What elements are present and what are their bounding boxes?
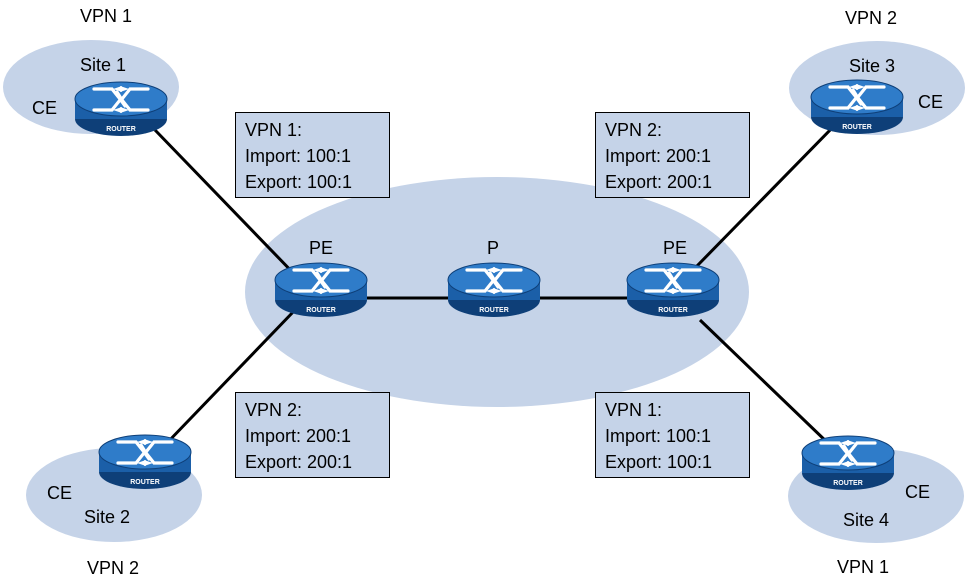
ce-label-site2: CE	[47, 483, 73, 503]
router-ce-site3-icon: ROUTER	[809, 78, 905, 136]
router-pe-right-icon: ROUTER	[625, 261, 721, 319]
rt-box-bottom-right: VPN 1: Import: 100:1 Export: 100:1	[595, 392, 750, 478]
link-pe-right-ce4	[698, 318, 832, 447]
vpn-label-bottom-right: VPN 1	[837, 557, 890, 577]
rt-box-vpn: VPN 2:	[605, 120, 663, 140]
vpn-label-top-right: VPN 2	[845, 8, 898, 28]
vpn-label-top-left: VPN 1	[80, 6, 133, 26]
ce-label-site4: CE	[905, 482, 931, 502]
rt-box-import: Import: 100:1	[605, 426, 712, 446]
site-label-4: Site 4	[843, 510, 890, 530]
router-ce-site2-icon: ROUTER	[97, 433, 193, 491]
router-caption: ROUTER	[306, 307, 336, 314]
pe-label-right: PE	[663, 238, 688, 258]
rt-box-vpn: VPN 1:	[245, 120, 303, 140]
link-ce1-pe-left	[153, 128, 302, 282]
site-label-2: Site 2	[84, 507, 131, 527]
rt-box-export: Export: 200:1	[245, 452, 353, 472]
router-caption: ROUTER	[106, 126, 136, 133]
router-caption: ROUTER	[479, 307, 509, 314]
rt-box-import: Import: 200:1	[245, 426, 352, 446]
ce-label-site3: CE	[918, 92, 944, 112]
rt-box-import: Import: 100:1	[245, 146, 352, 166]
router-caption: ROUTER	[842, 124, 872, 131]
router-caption: ROUTER	[130, 479, 160, 486]
router-pe-left-icon: ROUTER	[273, 261, 369, 319]
rt-box-vpn: VPN 2:	[245, 400, 303, 420]
rt-box-export: Export: 100:1	[245, 172, 353, 192]
p-label: P	[487, 238, 500, 258]
router-p-icon: ROUTER	[446, 261, 542, 319]
pe-label-left: PE	[309, 238, 334, 258]
site-label-1: Site 1	[80, 55, 127, 75]
router-ce-site4-icon: ROUTER	[800, 434, 896, 492]
rt-box-export: Export: 200:1	[605, 172, 713, 192]
router-caption: ROUTER	[658, 307, 688, 314]
link-pe-right-ce3	[693, 123, 837, 270]
router-ce-site1-icon: ROUTER	[73, 80, 169, 138]
rt-box-top-left: VPN 1: Import: 100:1 Export: 100:1	[235, 112, 390, 198]
site-label-3: Site 3	[849, 56, 896, 76]
link-ce2-pe-left	[163, 308, 297, 447]
vpn-label-bottom-left: VPN 2	[87, 558, 140, 578]
rt-box-import: Import: 200:1	[605, 146, 712, 166]
rt-box-bottom-left: VPN 2: Import: 200:1 Export: 200:1	[235, 392, 390, 478]
router-caption: ROUTER	[833, 480, 863, 487]
rt-box-export: Export: 100:1	[605, 452, 713, 472]
rt-box-vpn: VPN 1:	[605, 400, 663, 420]
ce-label-site1: CE	[32, 98, 58, 118]
rt-box-top-right: VPN 2: Import: 200:1 Export: 200:1	[595, 112, 750, 198]
